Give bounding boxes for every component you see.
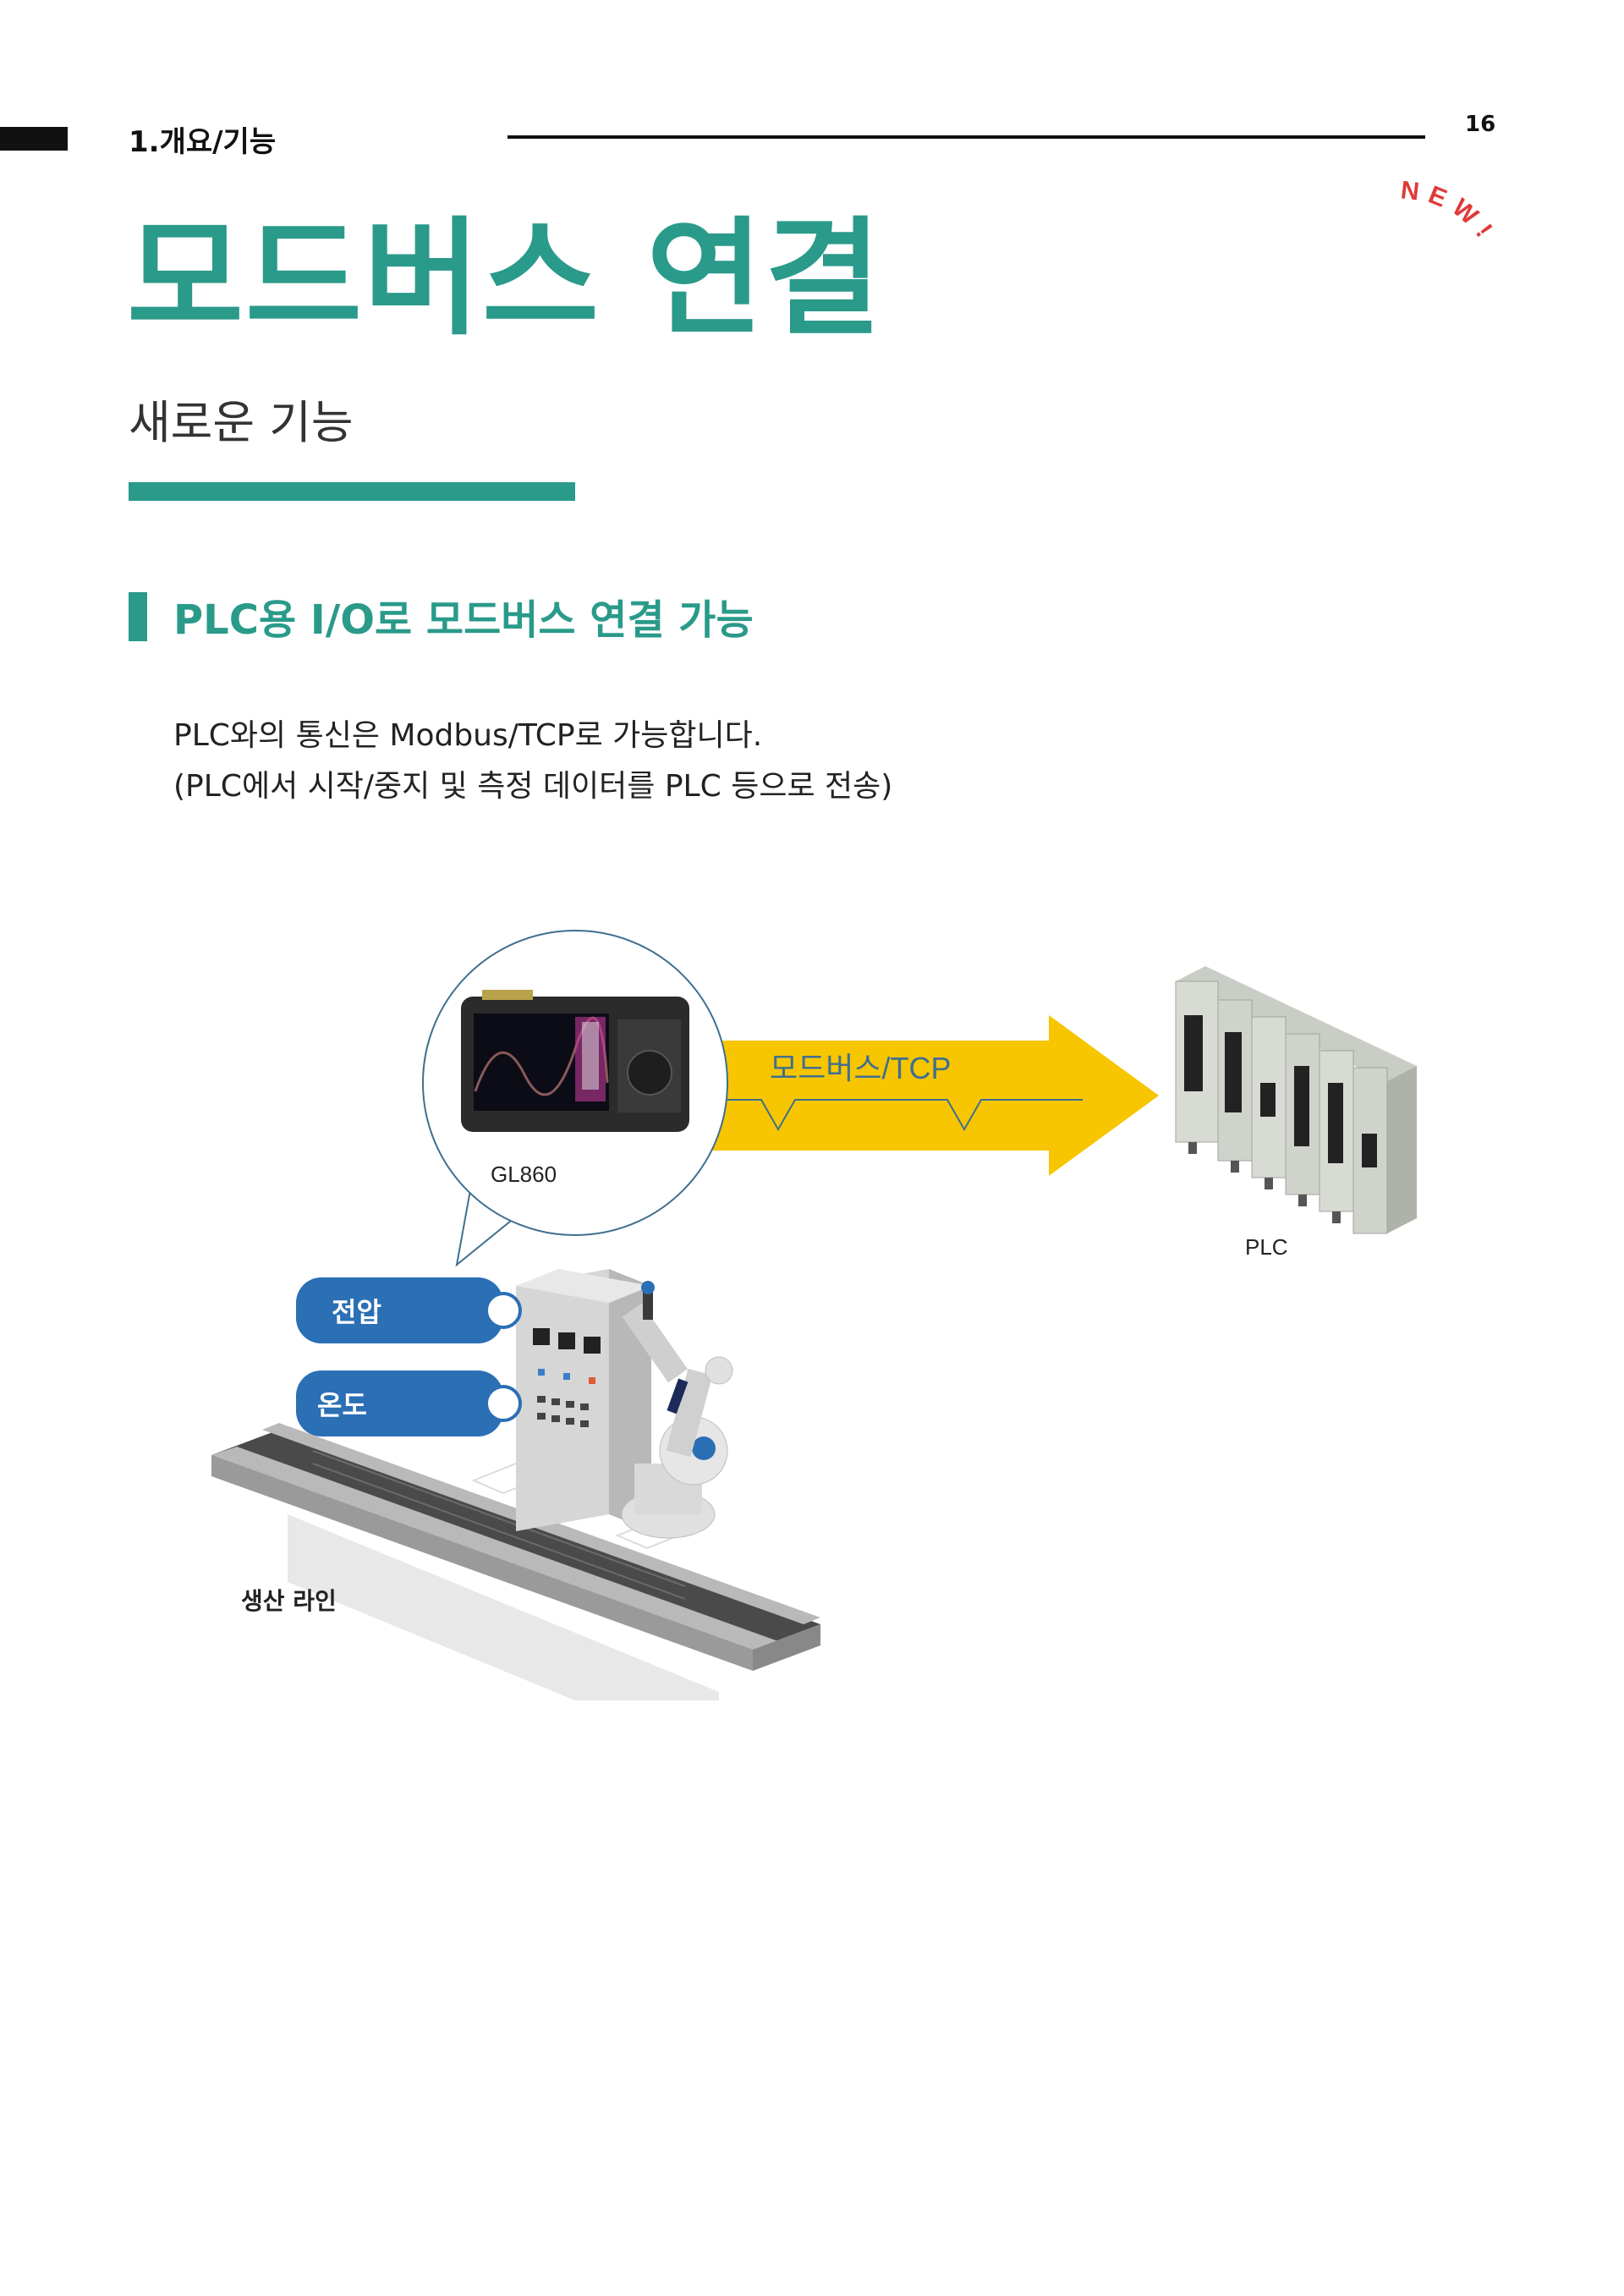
section-label: 1.개요/기능 (129, 125, 277, 159)
signal-voltage-label: 전압 (332, 1296, 381, 1328)
production-line-label: 생산 라인 (241, 1587, 337, 1615)
heading-marker (129, 592, 147, 641)
device-bubble: GL860 (422, 930, 728, 1267)
header-rule (508, 135, 1425, 139)
plc-modules-image (1175, 966, 1417, 1234)
arrow-label: 모드버스/TCP (770, 1051, 951, 1085)
gl860-device-image (461, 990, 689, 1132)
page-title: 모드버스 연결 (127, 206, 884, 353)
robot-arm-image (621, 1281, 733, 1539)
body-line-1: PLC와의 통신은 Modbus/TCP로 가능합니다. (173, 718, 763, 753)
page-subtitle: 새로운 기능 (129, 396, 354, 449)
section-heading: PLC용 I/O로 모드버스 연결 가능 (173, 596, 754, 644)
body-line-2: (PLC에서 시작/중지 및 측정 데이터를 PLC 등으로 전송) (173, 769, 893, 804)
signal-voltage: 전압 (296, 1277, 522, 1343)
svg-text:NEW!: NEW! (1399, 178, 1502, 250)
new-badge-text: NEW! (1399, 178, 1494, 250)
modbus-arrow: 모드버스/TCP (660, 1015, 1159, 1176)
modbus-diagram: 모드버스/TCP GL860 (211, 930, 1417, 1700)
control-cabinet-image (516, 1269, 651, 1531)
signal-temperature-label: 온도 (317, 1389, 367, 1421)
page-number: 16 (1465, 112, 1496, 137)
signal-temperature: 온도 (296, 1370, 522, 1436)
device-label: GL860 (491, 1162, 557, 1187)
plc-label: PLC (1245, 1234, 1288, 1260)
left-marker-bar (0, 127, 68, 151)
new-badge: NEW! (1399, 178, 1502, 250)
title-underline (129, 482, 575, 501)
